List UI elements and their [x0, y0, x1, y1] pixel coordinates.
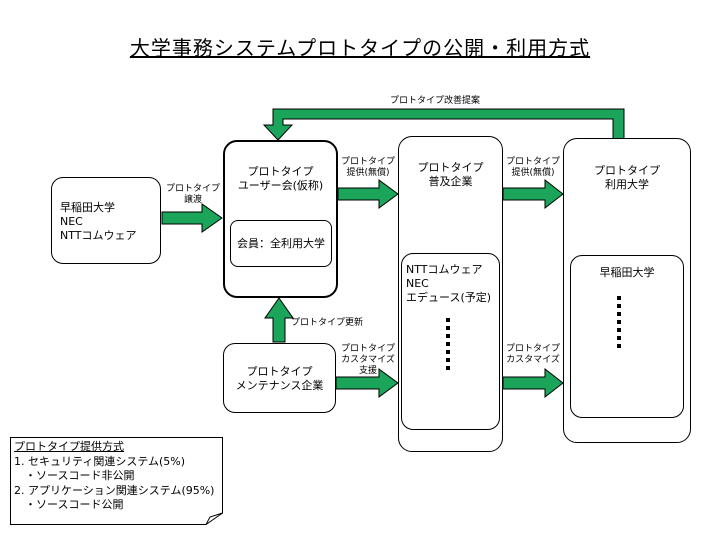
vendor-educe: エデュース(予定) — [406, 291, 492, 304]
universities-title-line2: 利用大学 — [605, 178, 649, 191]
vendors-member-box — [401, 253, 500, 430]
developer-nec: NEC — [60, 215, 83, 228]
note-content: プロトタイプ提供方式 1. セキュリティ関連システム(5%) ・ソースコード非公… — [14, 440, 214, 513]
universities-member-box — [570, 255, 684, 418]
feedback-label: プロトタイプ改善提案 — [390, 96, 481, 106]
customize-support-label: プロトタイプ カスタマイズ 支援 — [336, 344, 400, 377]
developer-ntt-comware: NTTコムウェア — [60, 229, 137, 242]
transfer-label: プロトタイプ 譲渡 — [163, 184, 223, 206]
user-group-box — [223, 140, 338, 298]
provide-label-2-line2: 提供(無償) — [511, 168, 555, 178]
maintenance-title-line2: メンテナンス企業 — [235, 379, 324, 392]
note-shape — [10, 437, 223, 525]
developer-waseda: 早稲田大学 — [60, 201, 115, 214]
customize-support-line2: カスタマイズ — [341, 355, 395, 365]
vendor-ntt-comware: NTTコムウェア — [406, 263, 483, 276]
maintenance-title: プロトタイプ メンテナンス企業 — [223, 365, 336, 393]
provision-method-note: プロトタイプ提供方式 1. セキュリティ関連システム(5%) ・ソースコード非公… — [10, 437, 223, 525]
customize-support-line3: 支援 — [358, 366, 377, 376]
provide-label-2: プロトタイプ 提供(無償) — [503, 157, 563, 179]
universities-title-line1: プロトタイプ — [594, 164, 660, 177]
provide-arrow-1 — [337, 179, 399, 209]
note-line-2: ・ソースコード非公開 — [14, 469, 135, 482]
provide-label-2-line1: プロトタイプ — [505, 157, 560, 167]
customize-label: プロトタイプ カスタマイズ — [503, 344, 563, 366]
update-label: プロトタイプ更新 — [291, 318, 364, 328]
member-label: 会員：全利用大学 — [237, 237, 325, 250]
provide-label-1-line1: プロトタイプ — [340, 157, 395, 167]
university-waseda: 早稲田大学 — [599, 266, 655, 279]
customize-arrow — [502, 367, 564, 399]
vendors-title-line2: 普及企業 — [428, 175, 473, 188]
user-group-title-line1: プロトタイプ — [247, 165, 314, 178]
vendors-title: プロトタイプ 普及企業 — [398, 161, 503, 189]
note-line-4: ・ソースコード公開 — [14, 498, 124, 511]
feedback-loop-arrow — [262, 108, 625, 151]
maintenance-box — [223, 343, 336, 413]
vendors-title-line1: プロトタイプ — [417, 161, 484, 174]
note-heading: プロトタイプ提供方式 — [14, 440, 124, 453]
maintenance-title-line1: プロトタイプ — [246, 365, 313, 378]
transfer-arrow — [161, 203, 223, 233]
universities-title: プロトタイプ 利用大学 — [563, 164, 691, 192]
customize-support-line1: プロトタイプ — [340, 344, 395, 354]
vendor-nec: NEC — [406, 277, 429, 290]
page-title: 大学事務システムプロトタイプの公開・利用方式 — [129, 36, 591, 60]
customize-label-line2: カスタマイズ — [506, 355, 560, 365]
user-group-title: プロトタイプ ユーザー会(仮称) — [223, 165, 338, 193]
user-group-title-line2: ユーザー会(仮称) — [237, 179, 324, 192]
transfer-label-line2: 譲渡 — [183, 195, 202, 205]
provide-label-1: プロトタイプ 提供(無償) — [338, 157, 398, 179]
vendors-ellipsis — [446, 318, 450, 374]
update-arrow — [264, 297, 294, 343]
customize-label-line1: プロトタイプ — [505, 344, 560, 354]
note-line-3: 2. アプリケーション関連システム(95%) — [14, 483, 215, 497]
customize-support-arrow — [335, 368, 399, 398]
transfer-label-line1: プロトタイプ — [165, 184, 220, 194]
developers-box — [51, 177, 161, 264]
provide-label-1-line2: 提供(無償) — [346, 168, 390, 178]
member-box — [230, 220, 332, 267]
universities-ellipsis — [617, 296, 621, 352]
provide-arrow-2 — [502, 178, 564, 210]
note-line-1: 1. セキュリティ関連システム(5%) — [14, 454, 186, 468]
